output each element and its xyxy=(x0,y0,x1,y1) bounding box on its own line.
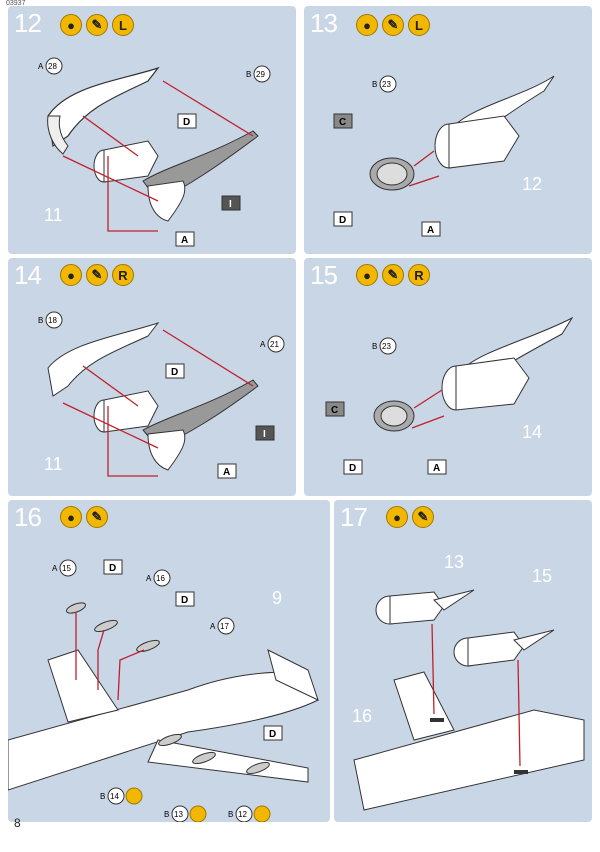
svg-text:I: I xyxy=(263,429,266,440)
part-number: 28 xyxy=(48,62,57,71)
side-right-badge: R xyxy=(112,264,134,286)
step-number: 12 xyxy=(14,8,42,38)
glue-icon: ● xyxy=(386,506,408,528)
step-number: 16 xyxy=(14,502,42,532)
engine-assembly-right-drawing: 18 B 21 A D I A 11 xyxy=(38,311,285,479)
svg-text:14: 14 xyxy=(522,422,542,442)
glue-icon: ● xyxy=(60,264,82,286)
svg-text:21: 21 xyxy=(270,340,279,349)
svg-text:13: 13 xyxy=(444,552,464,572)
svg-text:A: A xyxy=(52,564,58,573)
svg-text:A: A xyxy=(146,574,152,583)
side-right-badge: R xyxy=(408,264,430,286)
wing-antennas-drawing: 15 A 16 A 17 A D D D 9 14 B 13 B 12 B xyxy=(8,559,319,822)
svg-text:D: D xyxy=(339,215,346,226)
svg-text:D: D xyxy=(181,595,188,606)
engine-intake-left-drawing: 23 B C D A 12 xyxy=(333,75,555,237)
svg-text:12: 12 xyxy=(238,810,247,819)
svg-text:C: C xyxy=(331,405,338,416)
glue-icon: ● xyxy=(356,264,378,286)
step-number: 14 xyxy=(14,260,42,290)
engine-assembly-left-drawing: 28 A 29 B D I A 11 xyxy=(38,57,271,247)
step-14-panel: 14 ● ✎ R 18 B 21 A D I A 11 xyxy=(8,258,296,496)
svg-text:29: 29 xyxy=(256,70,265,79)
svg-text:C: C xyxy=(339,117,346,128)
glue-icon: ● xyxy=(60,506,82,528)
step-15-panel: 15 ● ✎ R 23 B C D A 14 xyxy=(304,258,592,496)
svg-text:16: 16 xyxy=(352,706,372,726)
svg-text:16: 16 xyxy=(156,574,165,583)
svg-text:13: 13 xyxy=(174,810,183,819)
step-16-panel: 16 ● ✎ 15 A 16 A 17 A D D xyxy=(8,500,330,822)
step-number: 15 xyxy=(310,260,338,290)
svg-text:14: 14 xyxy=(110,792,119,801)
svg-text:I: I xyxy=(229,199,232,210)
svg-text:B: B xyxy=(100,792,105,801)
document-code: 03937 xyxy=(6,0,26,7)
side-left-badge: L xyxy=(408,14,430,36)
svg-text:B: B xyxy=(372,80,377,89)
svg-text:A: A xyxy=(181,235,188,246)
step-17-panel: 17 ● ✎ 13 15 16 xyxy=(334,500,592,822)
svg-text:A: A xyxy=(433,463,440,474)
step-13-panel: 13 ● ✎ L 23 B C D A 12 xyxy=(304,6,592,254)
paint-brush-icon: ✎ xyxy=(382,14,404,36)
svg-text:D: D xyxy=(269,729,276,740)
svg-text:A: A xyxy=(223,467,230,478)
paint-brush-icon: ✎ xyxy=(412,506,434,528)
paint-brush-icon: ✎ xyxy=(86,506,108,528)
svg-text:23: 23 xyxy=(382,342,391,351)
side-left-badge: L xyxy=(112,14,134,36)
svg-text:A: A xyxy=(260,340,266,349)
svg-text:17: 17 xyxy=(220,622,229,631)
svg-text:11: 11 xyxy=(44,205,63,225)
svg-text:D: D xyxy=(183,117,190,128)
glue-icon: ● xyxy=(60,14,82,36)
paint-brush-icon: ✎ xyxy=(382,264,404,286)
page-number: 8 xyxy=(14,816,21,830)
svg-text:11: 11 xyxy=(44,454,63,474)
glue-icon: ● xyxy=(356,14,378,36)
engine-intake-right-drawing: 23 B C D A 14 xyxy=(325,316,574,475)
step-number: 13 xyxy=(310,8,338,38)
step-12-panel: 12 ● ✎ L 28 A 29 B D I A 11 xyxy=(8,6,296,254)
svg-text:B: B xyxy=(38,316,43,325)
svg-text:9: 9 xyxy=(272,588,282,608)
svg-text:15: 15 xyxy=(62,564,71,573)
svg-text:B: B xyxy=(372,342,377,351)
svg-text:B: B xyxy=(164,810,169,819)
paint-brush-icon: ✎ xyxy=(86,14,108,36)
svg-text:D: D xyxy=(171,367,178,378)
step-number: 17 xyxy=(340,502,368,532)
svg-text:A: A xyxy=(427,225,434,236)
engine-mounting-drawing: 13 15 16 xyxy=(352,552,585,811)
svg-text:B: B xyxy=(228,810,233,819)
svg-text:D: D xyxy=(349,463,356,474)
svg-text:23: 23 xyxy=(382,80,391,89)
svg-text:12: 12 xyxy=(522,174,542,194)
svg-text:B: B xyxy=(246,70,251,79)
paint-brush-icon: ✎ xyxy=(86,264,108,286)
svg-text:15: 15 xyxy=(532,566,552,586)
svg-text:18: 18 xyxy=(48,316,57,325)
svg-text:A: A xyxy=(210,622,216,631)
svg-text:A: A xyxy=(38,62,44,71)
svg-text:D: D xyxy=(109,563,116,574)
